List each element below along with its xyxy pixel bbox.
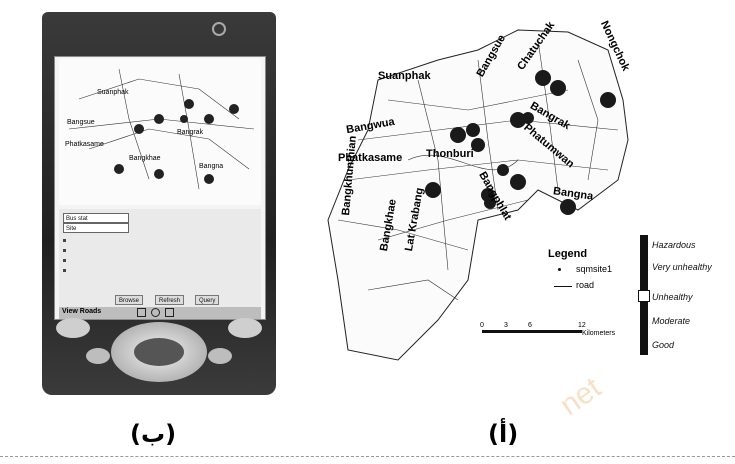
pda-control-panel: Bus stat Site Browse Refresh Query View … (59, 209, 261, 319)
scale-bar-line (482, 330, 582, 333)
aqi-label: Moderate (652, 316, 691, 326)
bullet (63, 259, 66, 262)
place-label: Phatkasame (338, 152, 403, 164)
scale-unit: Kilometers (582, 330, 616, 337)
browse-button[interactable]: Browse (115, 295, 144, 305)
dot-icon (558, 268, 561, 271)
pda-toolbar: View Roads (59, 307, 261, 319)
navigation-center[interactable] (134, 338, 184, 366)
legend-label: sqmsite1 (576, 264, 613, 274)
place-label: Suanphak (378, 70, 431, 82)
pda-map-label: Phatkasame (65, 141, 104, 148)
pda-power-button[interactable] (212, 22, 226, 36)
app-button-3[interactable] (208, 348, 232, 364)
aqi-label: Unhealthy (652, 292, 693, 302)
map-legend: Legend sqmsite1 road (548, 248, 612, 294)
pda-map-label: Bangkhae (129, 155, 161, 162)
bullet (63, 249, 66, 252)
map-canvas (327, 29, 629, 361)
legend-label: road (576, 280, 595, 290)
toolbar-text: View Roads (62, 308, 102, 315)
pda-screen: Suanphak Bangsue Bangrak Phatkasame Bang… (54, 56, 266, 320)
info-icon[interactable] (165, 308, 174, 317)
pda-map-canvas (68, 68, 255, 190)
refresh-button[interactable]: Refresh (155, 295, 185, 305)
scale-bar: 0 3 6 12 Kilometers (480, 322, 615, 342)
pda-map-label: Bangsue (67, 119, 95, 126)
app-button-4[interactable] (228, 318, 262, 338)
caption-right: (أ) (488, 420, 519, 448)
line-icon (554, 286, 572, 287)
aqi-label: Very unhealthy (652, 262, 712, 272)
pda-map-label: Bangrak (177, 129, 204, 136)
zoom-icon[interactable] (137, 308, 146, 317)
pan-icon[interactable] (151, 308, 160, 317)
scale-tick: 6 (528, 322, 532, 329)
scale-tick: 12 (578, 322, 586, 329)
pda-map-label: Bangna (199, 163, 224, 170)
bangkok-map[interactable]: Suanphak Bangsue Chatuchak Nongchok Bang… (318, 19, 638, 370)
pda-hardware-buttons (56, 312, 262, 386)
aqi-label: Good (652, 340, 675, 350)
pda-device: Suanphak Bangsue Bangrak Phatkasame Bang… (42, 12, 276, 395)
legend-title: Legend (548, 248, 588, 260)
page-divider (0, 456, 735, 457)
scale-tick: 3 (504, 322, 508, 329)
pda-map-view[interactable]: Suanphak Bangsue Bangrak Phatkasame Bang… (59, 59, 261, 205)
aqi-level-marker (638, 290, 650, 302)
query-button[interactable]: Query (195, 295, 220, 305)
scale-tick: 0 (480, 322, 484, 329)
pda-map-label: Suanphak (97, 89, 129, 96)
caption-left: (ب) (130, 420, 177, 448)
layer-select[interactable]: Bus stat (63, 213, 129, 223)
bullet (63, 269, 66, 272)
bullet (63, 239, 66, 242)
watermark: net (554, 371, 608, 423)
site-select[interactable]: Site (63, 223, 129, 233)
place-label: Thonburi (426, 148, 474, 160)
aqi-label: Hazardous (652, 240, 696, 250)
app-button-1[interactable] (56, 318, 90, 338)
app-button-2[interactable] (86, 348, 110, 364)
